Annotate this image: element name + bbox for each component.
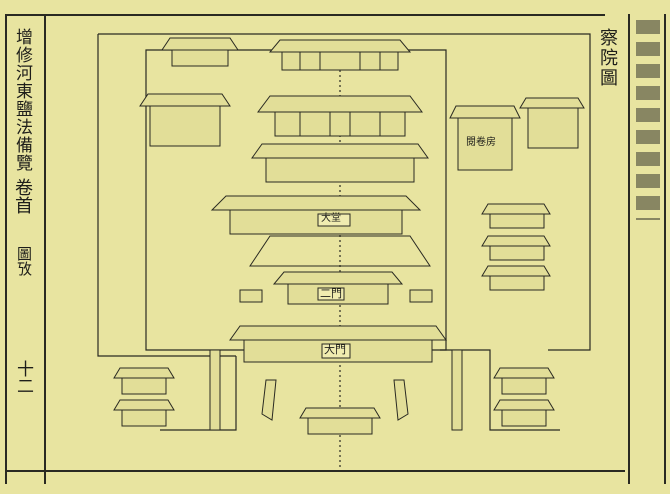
book-title: 增修河東鹽法備覽 xyxy=(12,28,32,172)
outer-wall xyxy=(98,34,590,350)
page-number: 十二 xyxy=(13,360,33,394)
label-side-residence: 閱卷房 xyxy=(466,137,496,148)
southeast-pavilions xyxy=(494,368,554,426)
east-rows xyxy=(482,98,584,290)
margin-rule-left xyxy=(5,14,7,484)
middle-hall xyxy=(258,96,422,136)
courtyard-platform xyxy=(250,236,430,266)
section-label: 圖攷 xyxy=(15,246,33,276)
facing-page-text xyxy=(636,20,660,220)
south-screen-pavilion xyxy=(300,408,380,434)
southwest-pavilions xyxy=(114,368,174,426)
right-page-rule-2 xyxy=(664,14,666,484)
main-hall xyxy=(212,196,420,234)
volume-label: 卷首 xyxy=(12,178,33,214)
margin-rule-inner xyxy=(44,14,46,484)
label-grand-gate: 大門 xyxy=(324,343,346,356)
label-main-hall: 大堂 xyxy=(321,213,341,224)
top-rule xyxy=(5,14,605,16)
northwest-pavilion xyxy=(162,38,238,66)
grand-gate xyxy=(230,326,446,362)
east-annex xyxy=(450,106,520,170)
label-second-gate: 二門 xyxy=(320,287,342,300)
plate-title: 察院圖 xyxy=(597,28,618,88)
right-page-rule xyxy=(628,14,630,484)
second-gate xyxy=(274,272,402,304)
west-wing-hall xyxy=(140,94,230,146)
inner-hall xyxy=(252,144,428,182)
bottom-rule xyxy=(5,470,625,472)
rear-hall xyxy=(270,40,410,70)
